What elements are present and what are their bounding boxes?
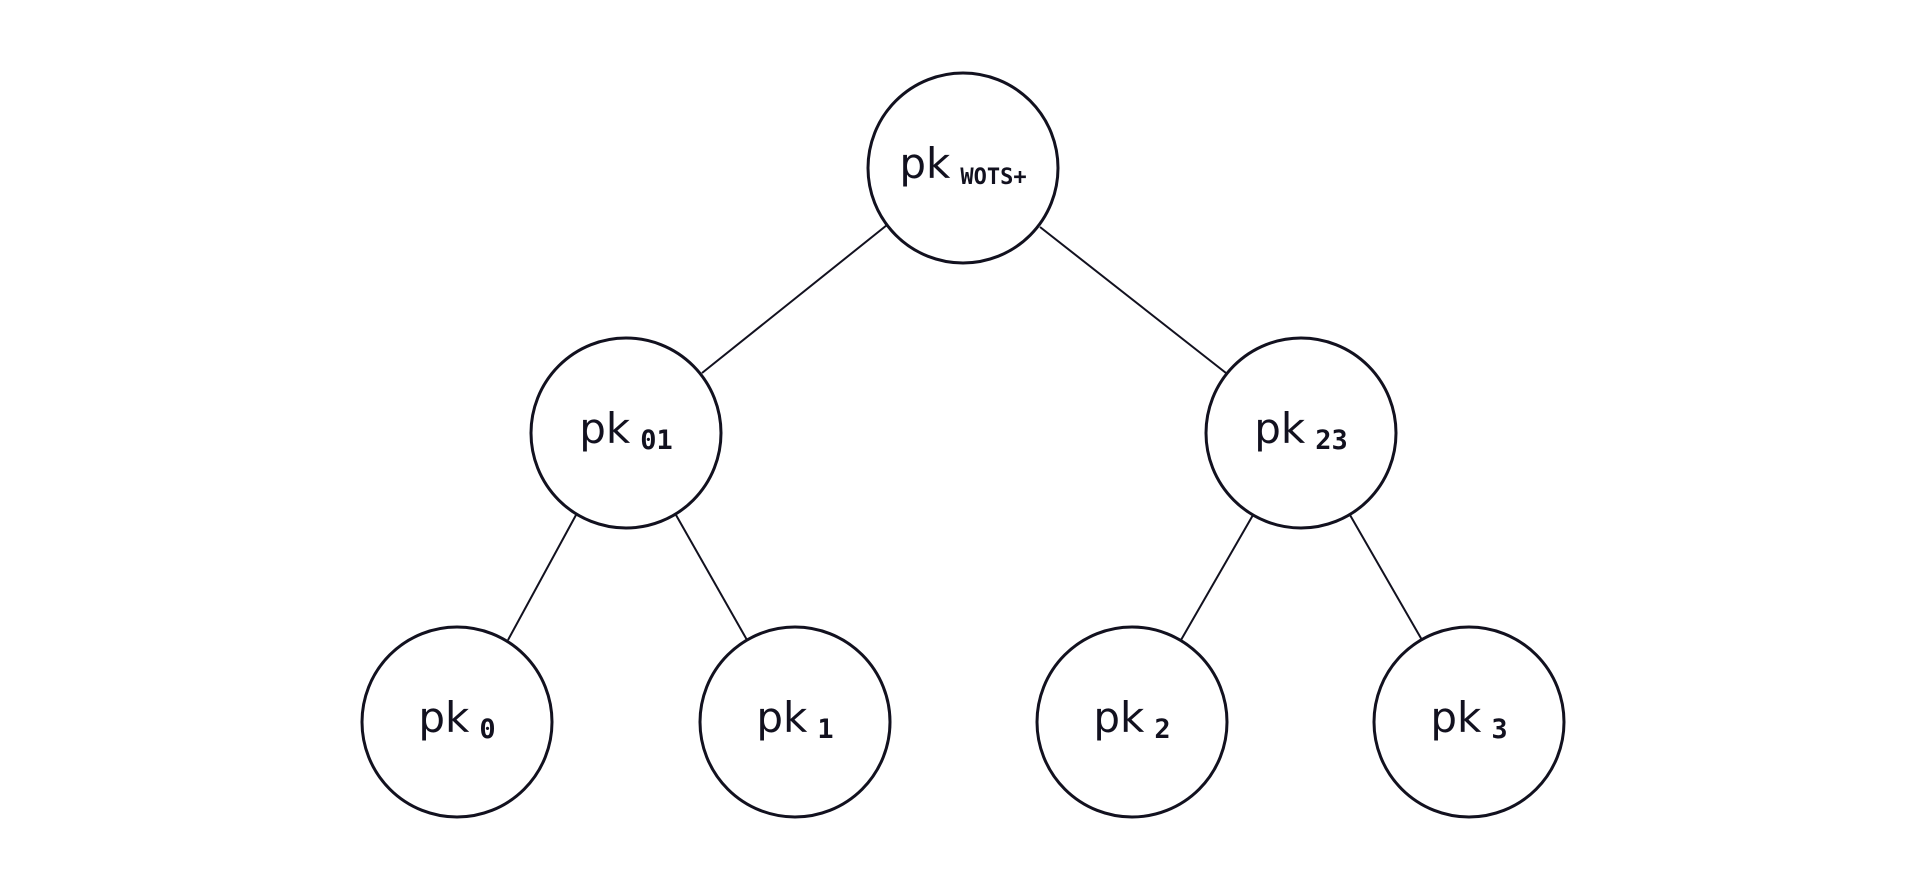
edges (507, 224, 1423, 641)
node-label-main: pk (1254, 404, 1306, 453)
node-pk01: pk 01 (529, 336, 723, 530)
node-label-subscript: 1 (817, 714, 833, 745)
node-label: pk WOTS+ (899, 139, 1026, 190)
node-label: pk 23 (1254, 404, 1348, 456)
node-circle (1372, 625, 1566, 819)
node-label: pk 1 (756, 693, 833, 745)
edge-pk01-to-pk1 (675, 514, 748, 641)
node-label-subscript: 3 (1491, 714, 1507, 745)
node-label-subscript: 23 (1315, 425, 1348, 456)
node-label-main: pk (418, 693, 470, 742)
edge-pk01-to-pk0 (507, 514, 577, 641)
node-pk-wots: pk WOTS+ (866, 71, 1060, 265)
edge-root-to-pk23 (1039, 226, 1227, 374)
node-pk2: pk 2 (1035, 625, 1229, 819)
node-label: pk 3 (1430, 693, 1507, 745)
edge-root-to-pk01 (701, 224, 888, 374)
node-label-subscript: 01 (640, 425, 673, 456)
node-circle (866, 71, 1060, 265)
node-label-main: pk (1430, 693, 1482, 742)
node-pk0: pk 0 (360, 625, 554, 819)
node-label-main: pk (899, 139, 951, 188)
edge-pk23-to-pk2 (1180, 514, 1254, 641)
node-circle (698, 625, 892, 819)
node-label-subscript: 2 (1154, 714, 1170, 745)
node-label-main: pk (1093, 693, 1145, 742)
node-circle (529, 336, 723, 530)
node-pk1: pk 1 (698, 625, 892, 819)
node-label: pk 01 (579, 404, 673, 456)
node-circle (360, 625, 554, 819)
node-label-main: pk (579, 404, 631, 453)
edge-pk23-to-pk3 (1349, 514, 1423, 641)
node-pk23: pk 23 (1204, 336, 1398, 530)
node-label-main: pk (756, 693, 808, 742)
node-pk3: pk 3 (1372, 625, 1566, 819)
node-label-subscript: WOTS+ (960, 165, 1026, 190)
node-label: pk 2 (1093, 693, 1170, 745)
node-label: pk 0 (418, 693, 495, 745)
node-circle (1204, 336, 1398, 530)
node-circle (1035, 625, 1229, 819)
node-label-subscript: 0 (479, 714, 495, 745)
